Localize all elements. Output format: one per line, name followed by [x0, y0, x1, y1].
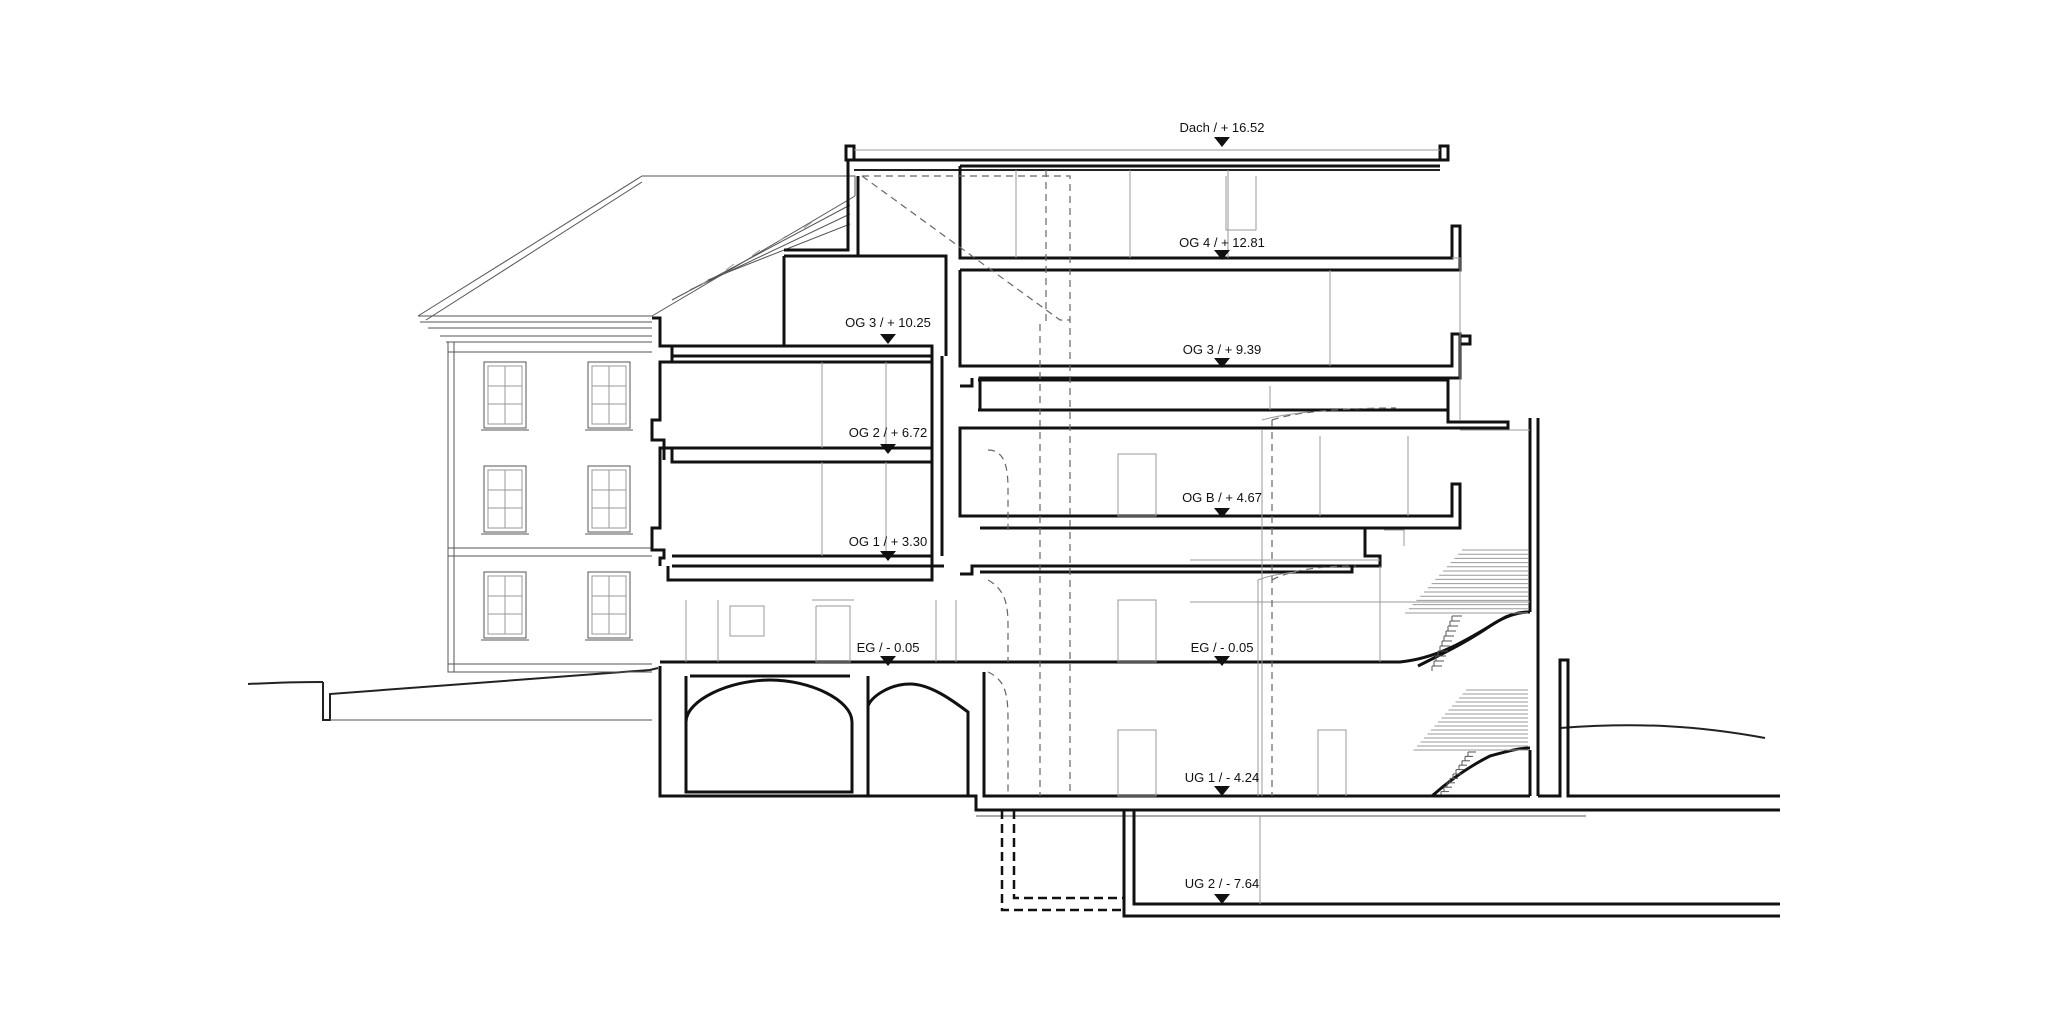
- level-triangle-ogb: [1214, 508, 1230, 518]
- level-label-og2: OG 2 / + 6.72: [849, 425, 927, 440]
- level-marker-og4: OG 4 / + 12.81: [1179, 235, 1265, 260]
- annex-window: [481, 465, 529, 535]
- level-markers: Dach / + 16.52 OG 4 / + 12.81 OG 3 / + 1…: [845, 120, 1265, 904]
- level-marker-ogb: OG B / + 4.67: [1182, 490, 1262, 518]
- annex-window: [585, 361, 633, 431]
- level-marker-og1: OG 1 / + 3.30: [849, 534, 927, 561]
- central-block: [650, 144, 1450, 582]
- stair-steps: [1405, 549, 1528, 796]
- level-marker-eg-right: EG / - 0.05: [1191, 640, 1254, 666]
- level-label-eg-right: EG / - 0.05: [1191, 640, 1254, 655]
- dashed-overlay: [861, 170, 1397, 796]
- level-triangle-og3-left: [880, 334, 896, 344]
- level-triangle-og3-right: [1214, 358, 1230, 368]
- level-label-og3-left: OG 3 / + 10.25: [845, 315, 931, 330]
- level-label-og3-right: OG 3 / + 9.39: [1183, 342, 1261, 357]
- basement: [658, 658, 1780, 918]
- annex-window: [585, 571, 633, 641]
- level-triangle-eg-right: [1214, 656, 1230, 666]
- level-marker-ug1: UG 1 / - 4.24: [1185, 770, 1259, 796]
- terrain: [247, 667, 1766, 739]
- level-label-og4: OG 4 / + 12.81: [1179, 235, 1265, 250]
- level-marker-og3-left: OG 3 / + 10.25: [845, 315, 931, 344]
- level-label-og1: OG 1 / + 3.30: [849, 534, 927, 549]
- level-label-eg-left: EG / - 0.05: [857, 640, 920, 655]
- level-marker-eg-left: EG / - 0.05: [857, 640, 920, 666]
- level-triangle-og1: [880, 551, 896, 561]
- annex-window: [481, 361, 529, 431]
- level-marker-og2: OG 2 / + 6.72: [849, 425, 927, 454]
- level-triangle-eg-left: [880, 656, 896, 666]
- level-label-dach: Dach / + 16.52: [1180, 120, 1265, 135]
- level-triangle-ug2: [1214, 894, 1230, 904]
- level-label-ogb: OG B / + 4.67: [1182, 490, 1262, 505]
- level-marker-og3-right: OG 3 / + 9.39: [1183, 342, 1261, 368]
- level-triangle-dach: [1214, 137, 1230, 147]
- level-triangle-og2: [880, 444, 896, 454]
- level-triangle-og4: [1214, 250, 1230, 260]
- new-block: [660, 164, 1540, 798]
- historic-annex: [417, 175, 856, 673]
- annex-window: [481, 571, 529, 641]
- level-triangle-ug1: [1214, 786, 1230, 796]
- annex-window: [585, 465, 633, 535]
- level-marker-dach: Dach / + 16.52: [1180, 120, 1265, 147]
- level-label-ug2: UG 2 / - 7.64: [1185, 876, 1259, 891]
- level-marker-ug2: UG 2 / - 7.64: [1185, 876, 1259, 904]
- level-label-ug1: UG 1 / - 4.24: [1185, 770, 1259, 785]
- annex-windows: [481, 361, 633, 641]
- interior-lines: [685, 170, 1530, 797]
